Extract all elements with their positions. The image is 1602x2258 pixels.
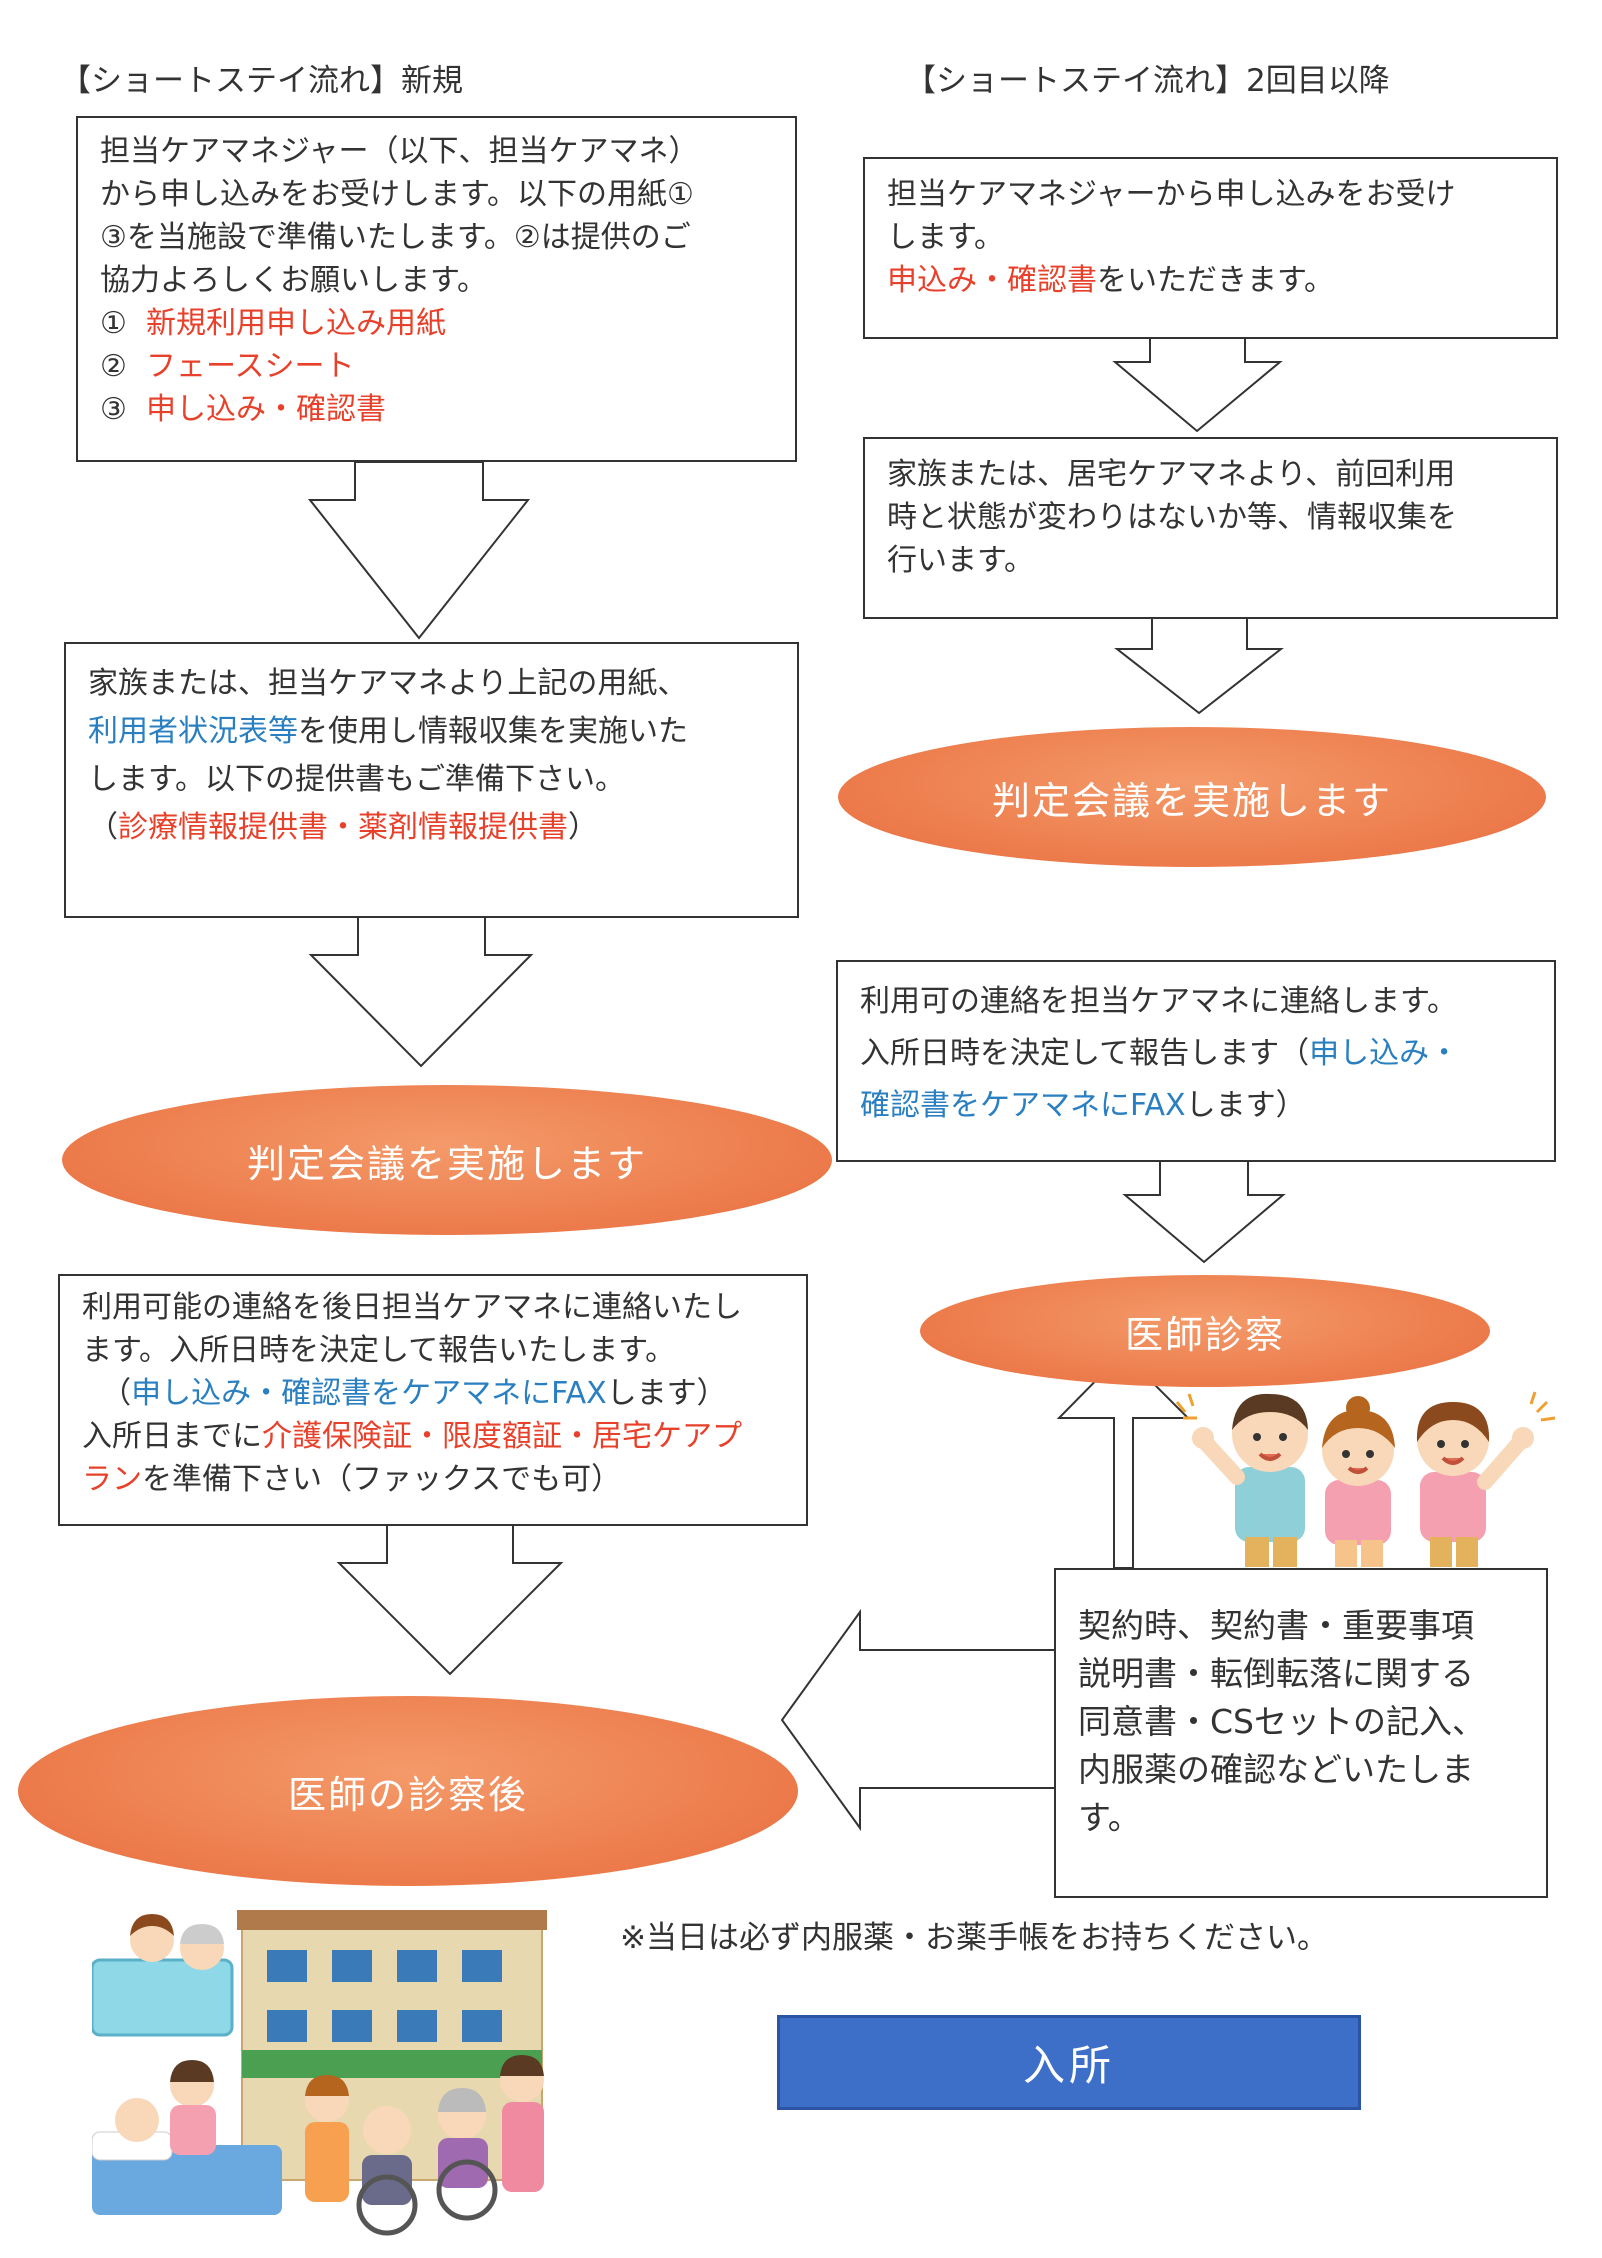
fax-instruction-right: 申し込み・ <box>1309 1036 1460 1071</box>
form-item-1-label: 新規利用申し込み用紙 <box>145 306 446 341</box>
insurance-docs-cont: ラン <box>82 1462 142 1497</box>
bring-medication-note: ※当日は必ず内服薬・お薬手帳をお持ちください。 <box>620 1920 1328 1956</box>
left-step-2-line-2: 利用者状況表等を使用し情報収集を実施いた <box>88 708 777 756</box>
arrow-down-right-3 <box>1122 1159 1286 1264</box>
left-step-3-line-3: （申し込み・確認書をケアマネにFAXします） <box>82 1372 786 1415</box>
left-step-1-line-4: 協力よろしくお願いします。 <box>100 263 487 298</box>
drug-info-doc: 薬剤情報提供書 <box>358 810 568 845</box>
status-table-text: 利用者状況表等 <box>88 714 298 749</box>
arrow-left <box>780 1608 1056 1832</box>
application-confirmation-doc: 申込み・確認書 <box>887 263 1097 298</box>
right-step-1-line-3-rest: をいただきます。 <box>1097 263 1334 298</box>
arrow-down-right-2 <box>1114 616 1284 715</box>
right-contract-line-5: す。 <box>1078 1798 1141 1837</box>
admission-banner: 入所 <box>777 2015 1361 2110</box>
right-step-2-box: 家族または、居宅ケアマネより、前回利用 時と状態が変わりはないか等、情報収集を … <box>863 437 1558 619</box>
left-step-2-box: 家族または、担当ケアマネより上記の用紙、 利用者状況表等を使用し情報収集を実施い… <box>64 642 799 918</box>
paren-open-2: （ <box>101 1376 132 1411</box>
form-item-3: ③ 申し込み・確認書 <box>100 388 775 431</box>
right-step-1-line-3: 申込み・確認書をいただきます。 <box>887 259 1536 302</box>
right-contract-line-2: 説明書・転倒転落に関する <box>1078 1654 1474 1693</box>
right-contract-line-4: 内服薬の確認などいたしま <box>1078 1750 1474 1789</box>
left-step-2-line-4: （診療情報提供書・薬剤情報提供書） <box>88 804 777 852</box>
right-step-3-box: 利用可の連絡を担当ケアマネに連絡します。 入所日時を決定して報告します（申し込み… <box>836 960 1556 1162</box>
right-step-2-line-2: 時と状態が変わりはないか等、情報収集を <box>887 500 1457 535</box>
right-step-2-line-1: 家族または、居宅ケアマネより、前回利用 <box>887 457 1456 492</box>
left-step-3-line-5: ランを準備下さい（ファックスでも可） <box>82 1458 786 1501</box>
paren-close: ） <box>568 810 598 845</box>
paren-open: （ <box>88 810 118 845</box>
right-step-3-line-3-rest: します） <box>1185 1088 1306 1123</box>
staff-cheering-illustration <box>1175 1391 1556 1567</box>
left-after-doctor-exam-oval: 医師の診察後 <box>18 1696 798 1886</box>
left-step-1-line-1: 担当ケアマネジャー（以下、担当ケアマネ） <box>100 134 699 169</box>
left-step-3-box: 利用可能の連絡を後日担当ケアマネに連絡いたし ます。入所日時を決定して報告いたし… <box>58 1274 808 1526</box>
left-step-3-line-1: 利用可能の連絡を後日担当ケアマネに連絡いたし <box>82 1290 742 1325</box>
right-step-3-line-2-pre: 入所日時を決定して報告します（ <box>860 1036 1310 1071</box>
left-step-3-line-2: ます。入所日時を決定して報告いたします。 <box>82 1333 676 1368</box>
form-item-1-num: ① <box>100 306 127 341</box>
right-contract-box: 契約時、契約書・重要事項 説明書・転倒転落に関する 同意書・CSセットの記入、 … <box>1054 1568 1548 1898</box>
medical-info-doc: 診療情報提供書 <box>118 810 328 845</box>
right-step-3-line-2: 入所日時を決定して報告します（申し込み・ <box>860 1028 1534 1080</box>
care-facility-illustration <box>92 1910 547 2236</box>
left-step-2-line-3: します。以下の提供書もご準備下さい。 <box>88 762 625 797</box>
arrow-down-left-2 <box>308 914 534 1068</box>
form-item-1: ① 新規利用申し込み用紙 <box>100 302 775 345</box>
left-step-3-line-4: 入所日までに介護保険証・限度額証・居宅ケアプ <box>82 1415 786 1458</box>
right-heading: 【ショートステイ流れ】2回目以降 <box>905 63 1390 99</box>
arrow-down-left-3 <box>336 1523 564 1676</box>
left-step-3-line-4-pre: 入所日までに <box>82 1419 262 1454</box>
form-item-3-label: 申し込み・確認書 <box>145 392 386 427</box>
left-judgment-meeting-oval: 判定会議を実施します <box>62 1085 832 1235</box>
fax-instruction: 申し込み・確認書をケアマネにFAX <box>131 1376 607 1411</box>
left-step-2-line-1: 家族または、担当ケアマネより上記の用紙、 <box>88 666 688 701</box>
left-heading: 【ショートステイ流れ】新規 <box>60 63 463 99</box>
left-step-3-line-5-rest: を準備下さい（ファックスでも可） <box>142 1462 622 1497</box>
separator-dot: ・ <box>328 810 358 845</box>
left-step-1-line-3: ③を当施設で準備いたします。②は提供のご <box>100 220 691 255</box>
arrow-down-right-1 <box>1112 336 1283 433</box>
form-item-2-num: ② <box>100 349 127 384</box>
form-item-2-label: フェースシート <box>145 349 355 384</box>
right-judgment-meeting-oval: 判定会議を実施します <box>838 727 1546 867</box>
left-step-1-box: 担当ケアマネジャー（以下、担当ケアマネ） から申し込みをお受けします。以下の用紙… <box>76 116 797 462</box>
right-step-1-box: 担当ケアマネジャーから申し込みをお受け します。 申込み・確認書をいただきます。 <box>863 157 1558 339</box>
form-item-2: ② フェースシート <box>100 345 775 388</box>
left-step-3-line-3-close: します） <box>606 1376 727 1411</box>
insurance-docs: 介護保険証・限度額証・居宅ケアプ <box>262 1419 742 1454</box>
right-contract-line-3: 同意書・CSセットの記入、 <box>1078 1702 1485 1741</box>
right-step-1-line-2: します。 <box>887 220 1004 255</box>
right-step-3-line-1: 利用可の連絡を担当ケアマネに連絡します。 <box>860 984 1457 1019</box>
right-contract-line-1: 契約時、契約書・重要事項 <box>1078 1606 1474 1645</box>
right-step-3-line-3: 確認書をケアマネにFAXします） <box>860 1080 1534 1132</box>
left-step-1-line-2: から申し込みをお受けします。以下の用紙① <box>100 177 694 212</box>
left-step-2-line-2-rest: を使用し情報収集を実施いた <box>298 714 688 749</box>
form-item-3-num: ③ <box>100 392 127 427</box>
right-step-1-line-1: 担当ケアマネジャーから申し込みをお受け <box>887 177 1456 212</box>
right-step-2-line-3: 行います。 <box>887 543 1034 578</box>
right-doctor-exam-oval: 医師診察 <box>920 1275 1490 1387</box>
arrow-down-left-1 <box>307 461 531 640</box>
fax-instruction-right-cont: 確認書をケアマネにFAX <box>860 1088 1186 1123</box>
